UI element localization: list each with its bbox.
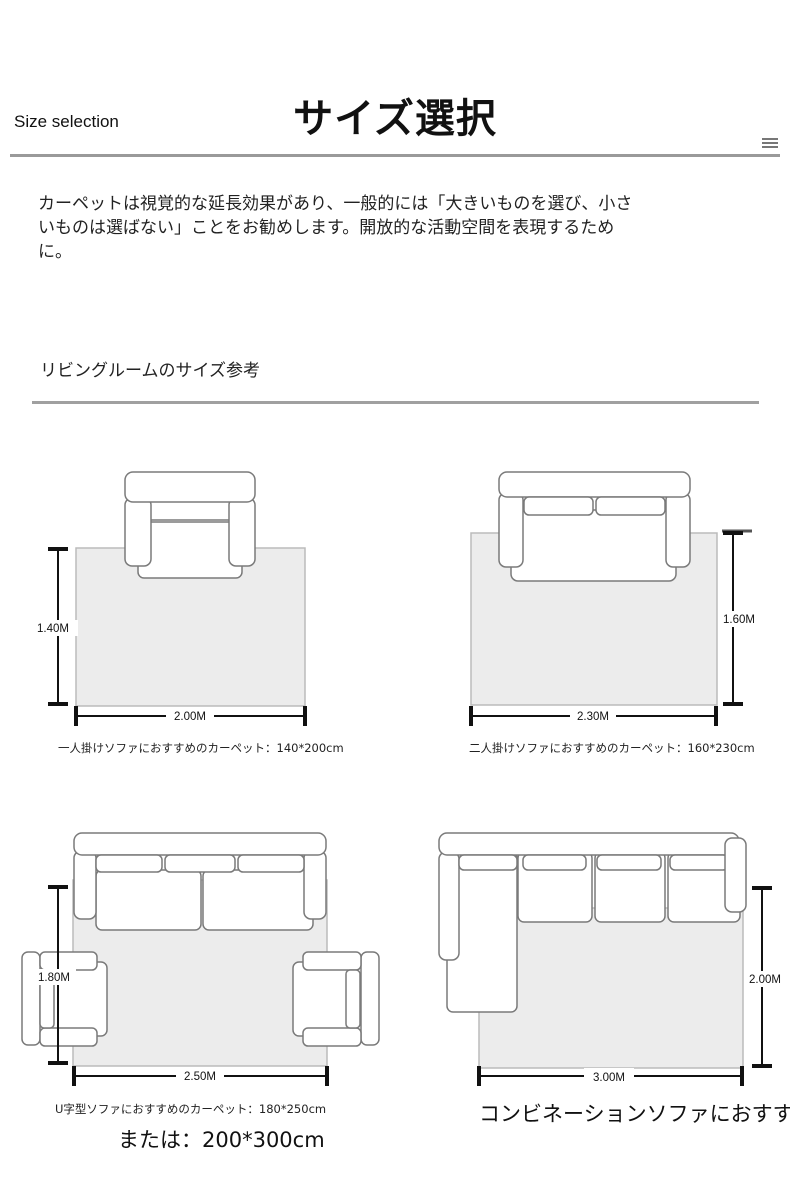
height-label-4: 2.00M [749, 974, 781, 986]
title-divider [10, 154, 780, 157]
diagram-combination-sofa [438, 832, 747, 1069]
caption-single-sofa: 一人掛けソファにおすすめのカーペット：140*200cm [58, 741, 344, 755]
diagram-u-shape-sofa [21, 832, 380, 1067]
page-title: サイズ選択 [293, 96, 497, 142]
height-label-2: 1.60M [723, 614, 755, 626]
caption-combination-sofa: コンビネーションソファにおすすめのカーペット [479, 1102, 790, 1126]
rug-area [478, 907, 744, 1069]
diagram-two-seat-sofa [470, 471, 752, 706]
english-section-label: Size selection [14, 112, 119, 131]
width-label-3: 2.50M [184, 1071, 216, 1083]
caption-u-shape-sofa: U字型ソファにおすすめのカーペット：180*250cm [55, 1102, 327, 1116]
width-label-1: 2.00M [174, 711, 206, 723]
diagram-single-sofa [75, 471, 306, 707]
caption-two-seat-sofa: 二人掛けソファにおすすめのカーペット：160*230cm [469, 741, 755, 755]
width-label-4: 3.00M [593, 1072, 625, 1084]
width-label-2: 2.30M [577, 711, 609, 723]
section-heading: リビングルームのサイズ参考 [40, 361, 260, 381]
height-label-3: 1.80M [38, 972, 70, 984]
section-divider [32, 401, 759, 404]
alternative-size: または：200*300cm [118, 1128, 325, 1152]
description-text: カーペットは視覚的な延長効果があり、一般的には「大きいものを選び、小さいものは選… [38, 194, 633, 262]
menu-icon[interactable] [762, 138, 778, 150]
height-label-1: 1.40M [37, 623, 69, 635]
